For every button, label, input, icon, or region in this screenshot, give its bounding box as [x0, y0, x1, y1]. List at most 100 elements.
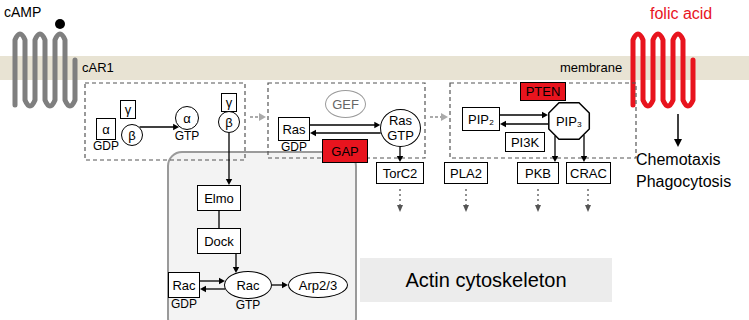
- connector-line: [315, 132, 381, 133]
- connector: [226, 133, 232, 185]
- connector-line: [272, 284, 283, 285]
- node-label: GTP: [387, 128, 414, 143]
- connector-line: [399, 147, 400, 157]
- rac-box: RacGDP: [168, 272, 200, 298]
- dock-box: Dock: [197, 228, 241, 254]
- connector: [310, 122, 380, 128]
- crac-box: CRAC: [566, 162, 611, 184]
- arp-ellipse: Arp2/3: [288, 272, 348, 298]
- node-label: α: [102, 122, 110, 137]
- actin-band: Actin cytoskeleton: [360, 258, 612, 302]
- g-beta-circle: β: [121, 124, 143, 146]
- state-label: GDP: [93, 139, 119, 153]
- node-label: CRAC: [570, 166, 607, 181]
- arrowhead: [310, 130, 316, 136]
- node-label: γ: [125, 102, 132, 117]
- ras-group: [268, 83, 425, 158]
- camp-ligand-dot: [55, 19, 65, 29]
- ligand-label: cAMP: [4, 4, 41, 21]
- connector: [500, 112, 548, 118]
- state-label: GTP: [175, 129, 200, 143]
- pkb-box: PKB: [517, 162, 559, 184]
- node-label: PLA2: [450, 166, 482, 181]
- dotted-arrowheads: [397, 205, 591, 212]
- elmo-box: Elmo: [197, 185, 241, 211]
- node-label: TorC2: [383, 166, 418, 181]
- g-alpha-box: αGDP: [96, 118, 116, 140]
- connector: [552, 136, 558, 162]
- node-label: Arp2/3: [299, 278, 337, 293]
- arrowhead: [200, 286, 206, 292]
- connector-line: [500, 114, 543, 115]
- node-label: GAP: [331, 144, 358, 159]
- ligand-label: folic acid: [650, 4, 712, 23]
- node-label: PIP₂: [468, 112, 494, 127]
- connector: [233, 254, 239, 273]
- node-label: GEF: [332, 97, 359, 112]
- group-arrow: [430, 116, 441, 118]
- node-label: Elmo: [204, 191, 234, 206]
- camp-receptor: [15, 34, 75, 106]
- connector-line: [583, 135, 584, 157]
- connector-line: [218, 211, 219, 228]
- g-gamma-box: γ: [120, 100, 136, 119]
- node-label: α: [183, 111, 191, 126]
- rac-module-panel: [168, 152, 356, 320]
- node-label: Ras: [282, 122, 305, 137]
- state-label: GDP: [171, 297, 197, 311]
- pla2-box: PLA2: [444, 162, 488, 184]
- node-label: PTEN: [526, 84, 561, 99]
- connector: [219, 211, 220, 228]
- connector-line: [228, 133, 229, 180]
- membrane-band: [0, 56, 749, 80]
- connector: [200, 286, 225, 292]
- node-label: PIP₃: [556, 114, 582, 129]
- g-beta-circle: β: [218, 111, 240, 133]
- gap-box: GAP: [322, 139, 368, 163]
- connector: [397, 147, 403, 162]
- connector-line: [235, 254, 236, 268]
- pip-group: [450, 83, 636, 158]
- connector: [500, 121, 548, 127]
- ras-circle: RasGTP: [380, 109, 421, 147]
- torc2-box: TorC2: [376, 162, 424, 184]
- octagon-shape: [549, 103, 590, 140]
- node-label: Rac: [236, 278, 259, 293]
- pten-box: PTEN: [520, 82, 566, 101]
- node-label: Rac: [172, 278, 195, 293]
- state-label: GDP: [281, 140, 307, 154]
- pi3k-box: PI3K: [505, 132, 545, 152]
- node-label: γ: [226, 95, 233, 110]
- arrowhead: [542, 112, 548, 118]
- state-label: GTP: [236, 298, 261, 312]
- connector: [140, 124, 180, 130]
- connector: [310, 130, 381, 136]
- rac-ellipse: RacGTP: [224, 271, 272, 299]
- node-label: PI3K: [511, 135, 539, 150]
- node-label: Ras: [389, 113, 412, 128]
- connector-line: [505, 123, 548, 124]
- group-arrow: [250, 116, 259, 118]
- group-arrowhead: [259, 113, 266, 121]
- ras-box: RasGDP: [278, 117, 310, 141]
- g-gamma-box: γ: [221, 93, 237, 112]
- connector-line: [140, 126, 175, 127]
- group-arrowhead: [441, 113, 448, 121]
- node-label: Actin cytoskeleton: [405, 268, 566, 292]
- folate-receptor: [633, 34, 693, 106]
- connector-line: [310, 124, 375, 125]
- connector: [272, 282, 288, 288]
- output-arrowhead: [674, 139, 682, 147]
- node-label: β: [225, 115, 232, 130]
- connector-line: [554, 136, 555, 157]
- outcome-label: Phagocytosis: [636, 172, 731, 191]
- connector-line: [200, 280, 220, 281]
- connector: [581, 135, 587, 162]
- g-protein-group: [85, 83, 245, 160]
- node-label: PKB: [525, 166, 551, 181]
- connector: [200, 278, 225, 284]
- outcome-label: Chemotaxis: [636, 150, 720, 169]
- pip3-octagon: PIP₃: [548, 102, 590, 140]
- connector-line: [205, 288, 225, 289]
